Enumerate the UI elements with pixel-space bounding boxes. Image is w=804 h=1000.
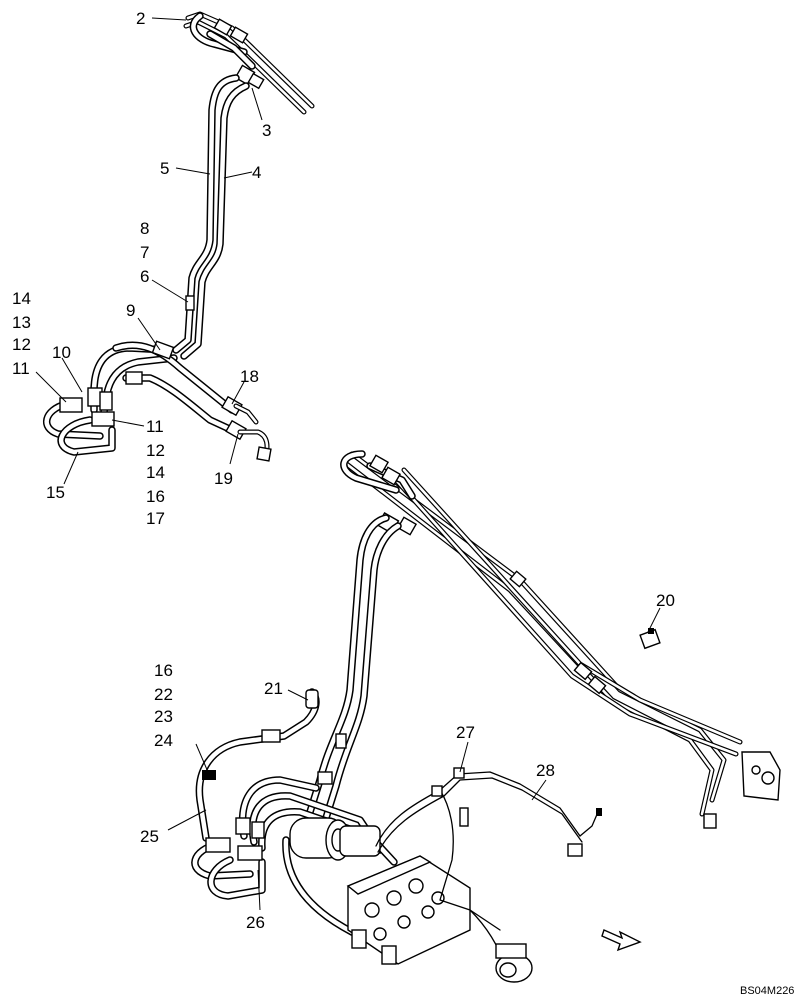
hydraulic-pump: [289, 817, 381, 861]
callout-12-top: 12: [12, 335, 31, 354]
clamp-11-top: [59, 397, 83, 413]
tube-clip: [573, 661, 593, 681]
callout-4: 4: [252, 163, 261, 182]
callout-11-top: 11: [12, 359, 30, 378]
mounting-bracket: [741, 751, 781, 801]
clip: [335, 733, 347, 749]
clamp-11-bottom: [91, 411, 115, 427]
upper-loop-hoses: [189, 12, 256, 70]
callout-24: 24: [154, 731, 173, 750]
fitting: [235, 817, 251, 835]
leader-lines: [35, 17, 661, 911]
control-valve: [346, 855, 471, 965]
valve-port: [351, 929, 367, 949]
callout-14-bottom: 14: [146, 463, 165, 482]
callout-20: 20: [656, 591, 675, 610]
connector: [567, 843, 583, 857]
callout-6: 6: [140, 267, 149, 286]
callout-3: 3: [262, 121, 271, 140]
callout-5: 5: [160, 159, 169, 178]
callout-13: 13: [12, 313, 31, 332]
horizontal-hose-bundle: [90, 341, 240, 436]
lower-hose-assembly: [191, 450, 781, 983]
callout-19: 19: [214, 469, 233, 488]
callout-2: 2: [136, 9, 145, 28]
callout-27: 27: [456, 723, 475, 742]
callout-18: 18: [240, 367, 259, 386]
callout-11-bottom: 11: [146, 417, 164, 436]
harness-clip-27: [453, 767, 465, 779]
tube-clip: [587, 675, 607, 695]
valve-port: [381, 945, 397, 965]
lower-vertical-hoses: [306, 514, 402, 822]
solenoid: [495, 943, 533, 983]
tube-clip: [509, 570, 527, 588]
callout-16-top: 16: [146, 487, 165, 506]
callout-21: 21: [264, 679, 283, 698]
fitting: [703, 813, 717, 829]
part-20-connector: [639, 628, 661, 650]
fitting: [251, 821, 265, 839]
callout-22: 22: [154, 685, 173, 704]
fitting: [229, 26, 249, 44]
callout-8: 8: [140, 219, 149, 238]
clamp-24: [202, 770, 216, 780]
callout-14-top: 14: [12, 289, 31, 308]
fitting: [317, 771, 333, 785]
upper-hose-assembly: [43, 11, 315, 462]
callout-7: 7: [140, 243, 149, 262]
fitting: [99, 391, 113, 411]
fitting: [247, 72, 265, 90]
callout-28: 28: [536, 761, 555, 780]
sensor: [459, 807, 469, 827]
lower-steel-tubes: [341, 451, 743, 817]
fitting: [368, 454, 390, 474]
connector: [596, 808, 602, 816]
callout-labels: 2 3 5 4 8 7 6 9 14 13 12 11 10 11 12 14 …: [12, 9, 675, 932]
callout-10: 10: [52, 343, 71, 362]
fitting: [396, 516, 418, 536]
hoses-4-5: [172, 74, 250, 360]
fitting: [380, 466, 402, 486]
direction-arrow: [601, 929, 642, 952]
callout-17: 17: [146, 509, 165, 528]
fitting-9: [151, 340, 175, 360]
harness-clip: [431, 785, 443, 797]
fitting: [256, 446, 272, 462]
clamp-26-top: [205, 837, 231, 853]
callout-26: 26: [246, 913, 265, 932]
callout-9: 9: [126, 301, 135, 320]
fitting: [213, 18, 233, 36]
callout-23: 23: [154, 707, 173, 726]
wire-harness: [375, 771, 599, 969]
drawing-code: BS04M226: [740, 985, 794, 997]
callout-16-bottom: 16: [154, 661, 173, 680]
fitting-21: [305, 689, 319, 709]
fitting: [125, 371, 143, 385]
hose-sleeve: [261, 729, 281, 743]
clamp-26-bottom: [237, 845, 263, 861]
callout-12-bottom: 12: [146, 441, 165, 460]
clip-6: [185, 295, 195, 311]
callout-25: 25: [140, 827, 159, 846]
callout-15: 15: [46, 483, 65, 502]
